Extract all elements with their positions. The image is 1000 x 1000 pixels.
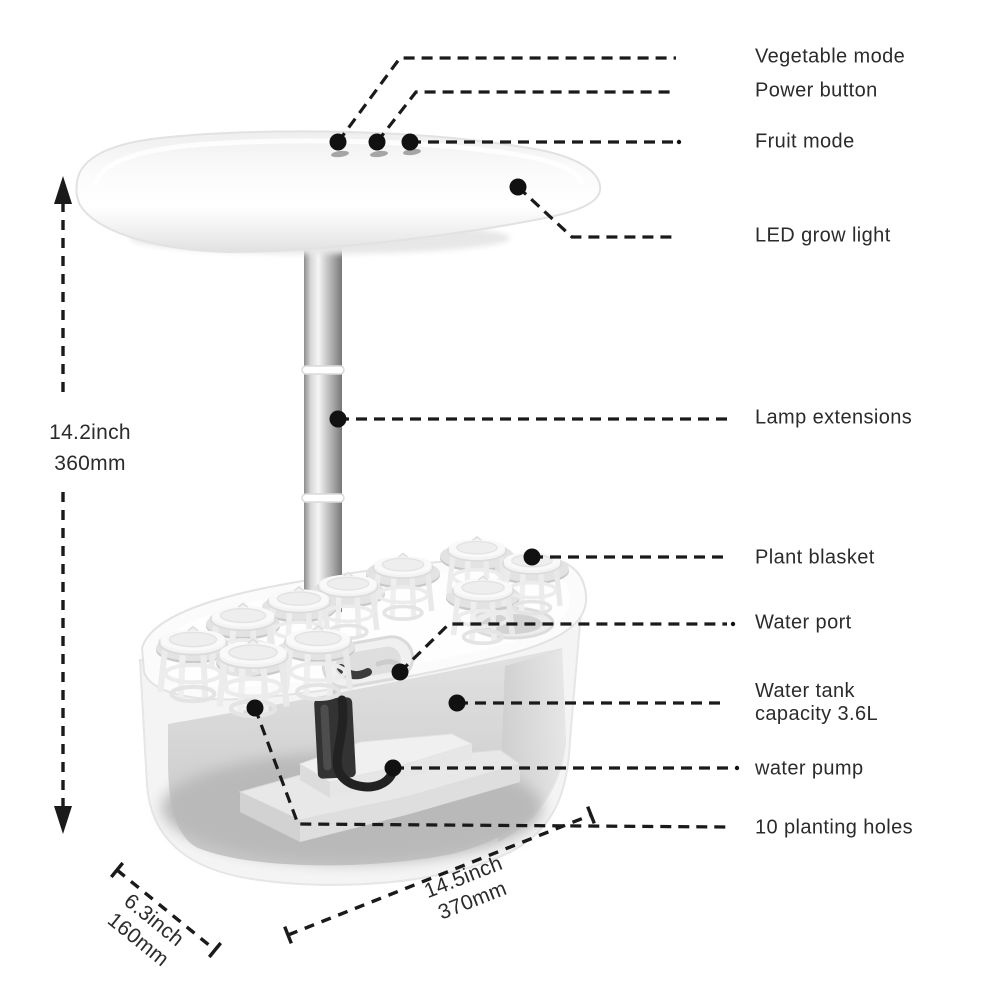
- vegetable-mode-button: [331, 150, 349, 158]
- callout-label-vegetable-mode: Vegetable mode: [755, 45, 906, 68]
- callout-label-water-tank-capacity: Water tank capacity 3.6L: [755, 680, 878, 726]
- callout-label-power-button: Power button: [755, 79, 878, 102]
- arrowhead-up: [54, 176, 72, 204]
- callout-label-plant-blasket: Plant blasket: [755, 546, 875, 569]
- lamp-pole: [301, 200, 345, 612]
- depth-dimension-line: [109, 861, 223, 959]
- leader-dots: [246, 133, 740, 777]
- callout-label-fruit-mode: Fruit mode: [755, 130, 855, 153]
- height-mm: 360mm: [54, 452, 126, 475]
- dimension-lines: [54, 176, 596, 959]
- leader-lines: [253, 56, 732, 829]
- leader-planting-holes: [253, 707, 729, 829]
- callout-label-water-port: Water port: [755, 611, 852, 634]
- width-dimension-line: [283, 805, 596, 945]
- height-inch: 14.2inch: [49, 421, 131, 444]
- callout-label-planting-holes: 10 planting holes: [755, 816, 914, 839]
- pump-hose: [332, 695, 398, 792]
- dimension-label-height: 14.2inch 360mm: [49, 417, 131, 479]
- pole-joint-ring: [301, 493, 345, 503]
- water-tank-line-1: Water tank: [755, 680, 855, 702]
- leader-power-button: [375, 90, 676, 143]
- height-dimension-line: [54, 176, 72, 834]
- fruit-mode-button: [403, 148, 421, 156]
- callout-label-water-pump: water pump: [755, 757, 864, 780]
- leader-vegetable-mode: [336, 56, 676, 143]
- mode-buttons: [331, 148, 421, 158]
- power-button: [370, 150, 388, 158]
- water-pump-unit: [314, 695, 398, 792]
- leader-led-grow-light: [516, 185, 676, 239]
- leader-water-port: [398, 622, 727, 674]
- lamp-head: [75, 130, 602, 254]
- water-tank-line-2: capacity 3.6L: [755, 703, 879, 725]
- callout-label-lamp-extensions: Lamp extensions: [755, 406, 913, 429]
- pole-joint-ring: [301, 365, 345, 375]
- arrowhead-down: [54, 806, 72, 834]
- callout-label-led-grow-light: LED grow light: [755, 224, 891, 247]
